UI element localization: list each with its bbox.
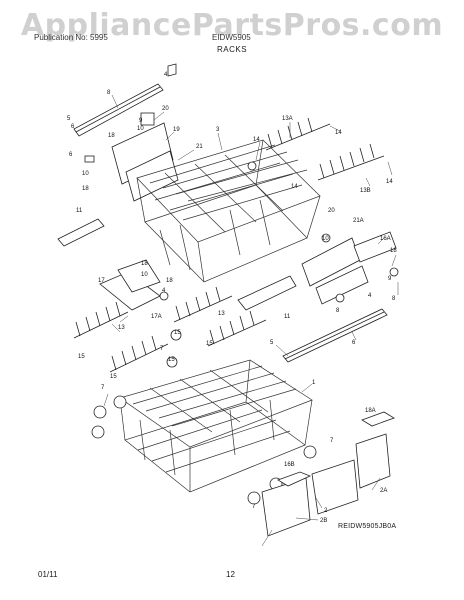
callout-label: 10 xyxy=(141,272,148,278)
adjuster-17 xyxy=(99,259,161,311)
callout-label: 6 xyxy=(71,124,75,130)
callout-label: 14 xyxy=(386,179,393,185)
callout-label: 13B xyxy=(360,188,371,194)
tine-row-13a xyxy=(265,117,331,151)
publication-number: Publication No: 5995 xyxy=(34,33,108,42)
tine-row-13b xyxy=(317,143,385,181)
callout-label: 13A xyxy=(282,116,293,122)
callout-label: 5 xyxy=(67,116,71,122)
callout-label: 21 xyxy=(196,144,203,150)
callout-label: 14 xyxy=(335,130,342,136)
callout-label: 7 xyxy=(101,385,105,391)
callout-label: 21A xyxy=(353,218,364,224)
callout-label: 15 xyxy=(174,330,181,336)
callout-label: 9 xyxy=(139,118,143,124)
callout-label: 20 xyxy=(162,106,169,112)
reference-code: REIDW5905JB0A xyxy=(338,523,397,530)
callout-label: 4 xyxy=(162,288,166,294)
callout-label: 7 xyxy=(252,504,256,510)
callout-label: 9 xyxy=(388,276,392,282)
callout-label: 3 xyxy=(216,127,220,133)
callout-label: 4 xyxy=(164,72,168,78)
watermark: AppliancePartsPros.com xyxy=(20,8,444,43)
callout-label: 15 xyxy=(168,357,175,363)
callout-label: 15 xyxy=(78,354,85,360)
callout-label: 8 xyxy=(107,90,111,96)
callout-label: 1 xyxy=(312,380,316,386)
footer-date: 01/11 xyxy=(38,570,58,579)
callout-label: 11 xyxy=(284,314,291,320)
callout-label: 16A xyxy=(380,236,391,242)
callout-label: 11 xyxy=(76,208,83,214)
leader-lines xyxy=(103,94,399,547)
clip-11-left xyxy=(57,218,105,247)
callout-label: 6 xyxy=(352,340,356,346)
callout-label: 5 xyxy=(270,340,274,346)
upper-rail-right xyxy=(282,308,388,363)
callout-label: 2 xyxy=(324,508,328,514)
callout-label: 2B xyxy=(320,518,327,524)
adjuster-21a xyxy=(301,231,397,305)
callout-label: 7 xyxy=(160,346,164,352)
callout-label: 14 xyxy=(291,184,298,190)
callout-label: 10 xyxy=(137,126,144,132)
callout-label: 14 xyxy=(253,137,260,143)
page-number: 12 xyxy=(226,570,235,579)
callout-label: 2A xyxy=(380,488,387,494)
callout-label: 16B xyxy=(284,462,295,468)
callout-label: 8 xyxy=(392,296,396,302)
callout-label: 13 xyxy=(118,325,125,331)
model-number: EIDW5905 xyxy=(212,33,251,42)
callout-label: 15 xyxy=(206,341,213,347)
upper-rack xyxy=(136,139,321,283)
callout-label: 17 xyxy=(98,278,105,284)
callout-label: 18 xyxy=(390,248,397,254)
callout-label: 10 xyxy=(82,171,89,177)
callout-label: 4 xyxy=(368,293,372,299)
callout-label: 18 xyxy=(108,133,115,139)
page-title: RACKS xyxy=(216,45,248,54)
callout-label: 18 xyxy=(166,278,173,284)
callout-labels: 4 8 5 6 20 9 10 18 19 3 6 21 10 18 13A 1… xyxy=(67,72,397,524)
callout-label: 18A xyxy=(365,408,376,414)
callout-label: 17A xyxy=(151,314,162,320)
callout-label: 13 xyxy=(218,311,225,317)
callout-label: 10 xyxy=(322,236,329,242)
tine-row-15-right xyxy=(173,286,267,347)
callout-label: 8 xyxy=(336,308,340,314)
wheels xyxy=(91,161,399,505)
callout-label: 20 xyxy=(328,208,335,214)
silverware-basket xyxy=(261,411,395,537)
callout-label: 18 xyxy=(82,186,89,192)
callout-label: 18 xyxy=(141,261,148,267)
tine-row-15-left xyxy=(73,301,169,373)
callout-label: 7 xyxy=(330,438,334,444)
callout-label: 15 xyxy=(110,374,117,380)
rail-stop-top xyxy=(167,63,177,77)
callout-label: 19 xyxy=(173,127,180,133)
callout-label: 6 xyxy=(69,152,73,158)
clip-11-right xyxy=(237,275,297,311)
upper-rail-left xyxy=(73,83,164,137)
lower-rack xyxy=(119,359,313,493)
